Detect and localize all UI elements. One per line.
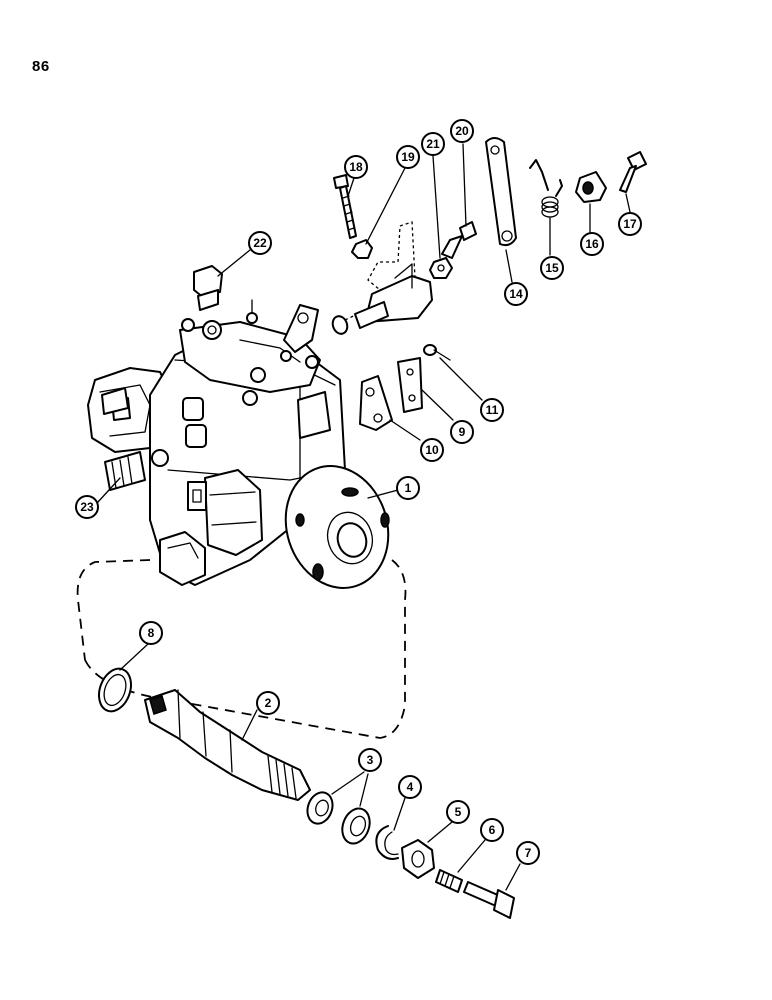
- set-screw: [435, 869, 463, 893]
- pump-body: [87, 299, 390, 589]
- callout-20: 20: [450, 119, 474, 143]
- shaft-nut: [401, 839, 435, 879]
- bolt-7: [463, 881, 515, 919]
- callout-3: 3: [358, 748, 382, 772]
- callout-21: 21: [421, 132, 445, 156]
- svg-text:11: 11: [486, 403, 499, 417]
- svg-text:4: 4: [407, 780, 414, 794]
- callout-22: 22: [248, 231, 272, 255]
- svg-text:18: 18: [349, 160, 363, 174]
- callout-1: 1: [396, 476, 420, 500]
- svg-text:21: 21: [426, 137, 440, 151]
- screw-17: [619, 151, 647, 193]
- washer-b: [341, 807, 371, 845]
- callout-23: 23: [75, 495, 99, 519]
- svg-text:5: 5: [455, 805, 462, 819]
- svg-text:22: 22: [253, 236, 267, 250]
- svg-text:16: 16: [585, 237, 599, 251]
- callout-5: 5: [446, 800, 470, 824]
- svg-text:17: 17: [623, 217, 637, 231]
- screw-20: [441, 221, 477, 259]
- callout-19: 19: [396, 145, 420, 169]
- washer-a: [306, 791, 334, 825]
- svg-text:8: 8: [148, 626, 155, 640]
- svg-text:9: 9: [459, 425, 466, 439]
- callout-17: 17: [618, 212, 642, 236]
- plate-10: [359, 375, 393, 431]
- screw-18: [333, 174, 357, 239]
- screw-11: [423, 344, 451, 361]
- fitting-22: [193, 265, 223, 311]
- plate-9: [397, 357, 423, 413]
- svg-text:3: 3: [367, 753, 374, 767]
- svg-text:23: 23: [80, 500, 94, 514]
- drive-shaft: [144, 689, 311, 801]
- svg-text:10: 10: [425, 443, 439, 457]
- callout-2: 2: [256, 691, 280, 715]
- shaft-group-outline: [76, 559, 407, 739]
- nut-21: [429, 257, 453, 279]
- callout-16: 16: [580, 232, 604, 256]
- callout-7: 7: [516, 841, 540, 865]
- callout-9: 9: [450, 420, 474, 444]
- svg-text:1: 1: [405, 481, 412, 495]
- link-14: [485, 137, 517, 247]
- leader-lines: [97, 143, 631, 891]
- svg-text:7: 7: [525, 846, 532, 860]
- nut-19: [351, 239, 373, 259]
- callout-6: 6: [480, 818, 504, 842]
- throttle-lever: [331, 221, 433, 335]
- svg-text:20: 20: [455, 124, 469, 138]
- svg-text:14: 14: [509, 287, 523, 301]
- svg-text:2: 2: [265, 696, 272, 710]
- callout-14: 14: [504, 282, 528, 306]
- callout-10: 10: [420, 438, 444, 462]
- snap-ring: [375, 825, 399, 860]
- page-number: 86: [32, 58, 50, 75]
- callout-18: 18: [344, 155, 368, 179]
- svg-text:15: 15: [545, 261, 559, 275]
- callout-4: 4: [398, 775, 422, 799]
- svg-text:19: 19: [401, 150, 415, 164]
- callout-8: 8: [139, 621, 163, 645]
- svg-text:6: 6: [489, 823, 496, 837]
- o-ring: [98, 667, 132, 713]
- callout-15: 15: [540, 256, 564, 280]
- callout-11: 11: [480, 398, 504, 422]
- spring-15: [529, 159, 563, 218]
